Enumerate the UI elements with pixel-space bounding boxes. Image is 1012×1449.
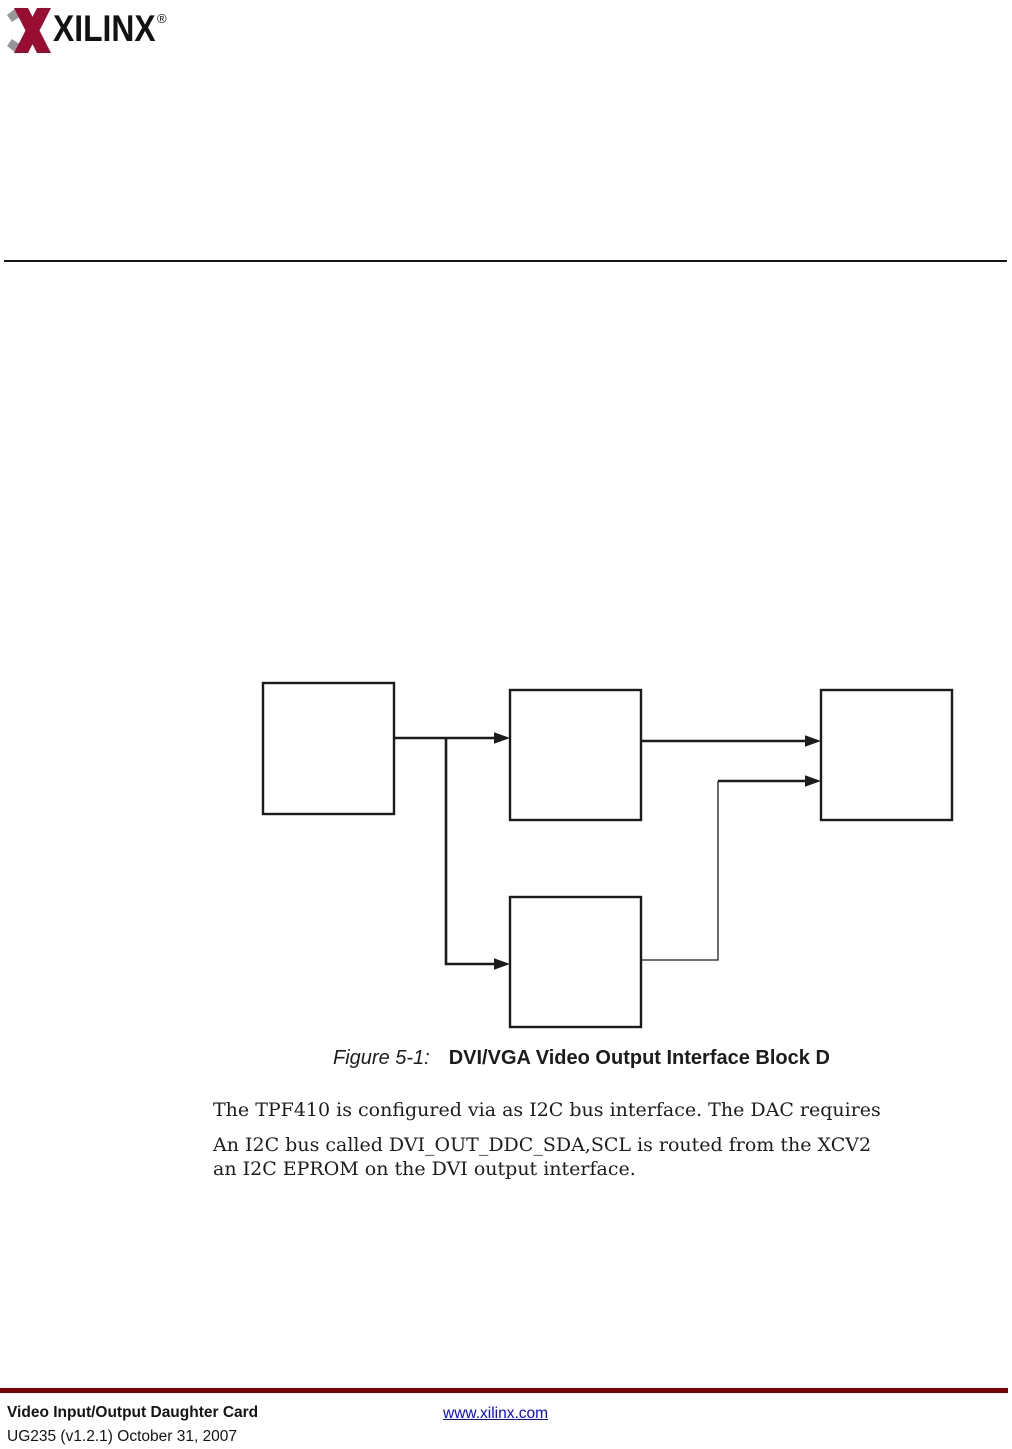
diagram-block-bottom-center [508,895,643,1029]
figure-caption-label: Figure 5-1: [333,1047,430,1069]
block-diagram [261,681,954,1029]
arrowhead-into-right-upper [805,735,821,747]
footer-rule [0,1388,1008,1393]
header-rule [4,260,1007,262]
arrowhead-into-top-center [494,732,510,744]
xilinx-x-icon [7,8,51,53]
connector-branch-to-bottom-center [444,739,496,966]
diagram-block-right [819,688,954,822]
diagram-block-left [261,681,396,816]
diagram-block-top-center [508,688,643,822]
xilinx-website-link[interactable]: www.xilinx.com [443,1405,549,1422]
xilinx-wordmark: XILINX [53,8,156,49]
body-paragraph-2: An I2C bus called DVI_OUT_DDC_SDA,SCL is… [213,1134,872,1180]
figure-caption-title: DVI/VGA Video Output Interface Block D [448,1047,830,1069]
arrowhead-into-right-lower [805,775,821,787]
arrowhead-into-bottom-center [494,958,510,970]
figure-caption: Figure 5-1: DVI/VGA Video Output Interfac… [333,1047,830,1070]
registered-trademark-symbol: ® [157,11,167,26]
body-paragraph-1: The TPF410 is configured via as I2C bus … [213,1099,881,1121]
xilinx-logo: XILINX ® [6,5,256,59]
footer-doc-title: Video Input/Output Daughter Card [7,1404,259,1421]
connector-bottom-center-to-corner [641,781,719,961]
footer-doc-id: UG235 (v1.2.1) October 31, 2007 [7,1428,238,1445]
